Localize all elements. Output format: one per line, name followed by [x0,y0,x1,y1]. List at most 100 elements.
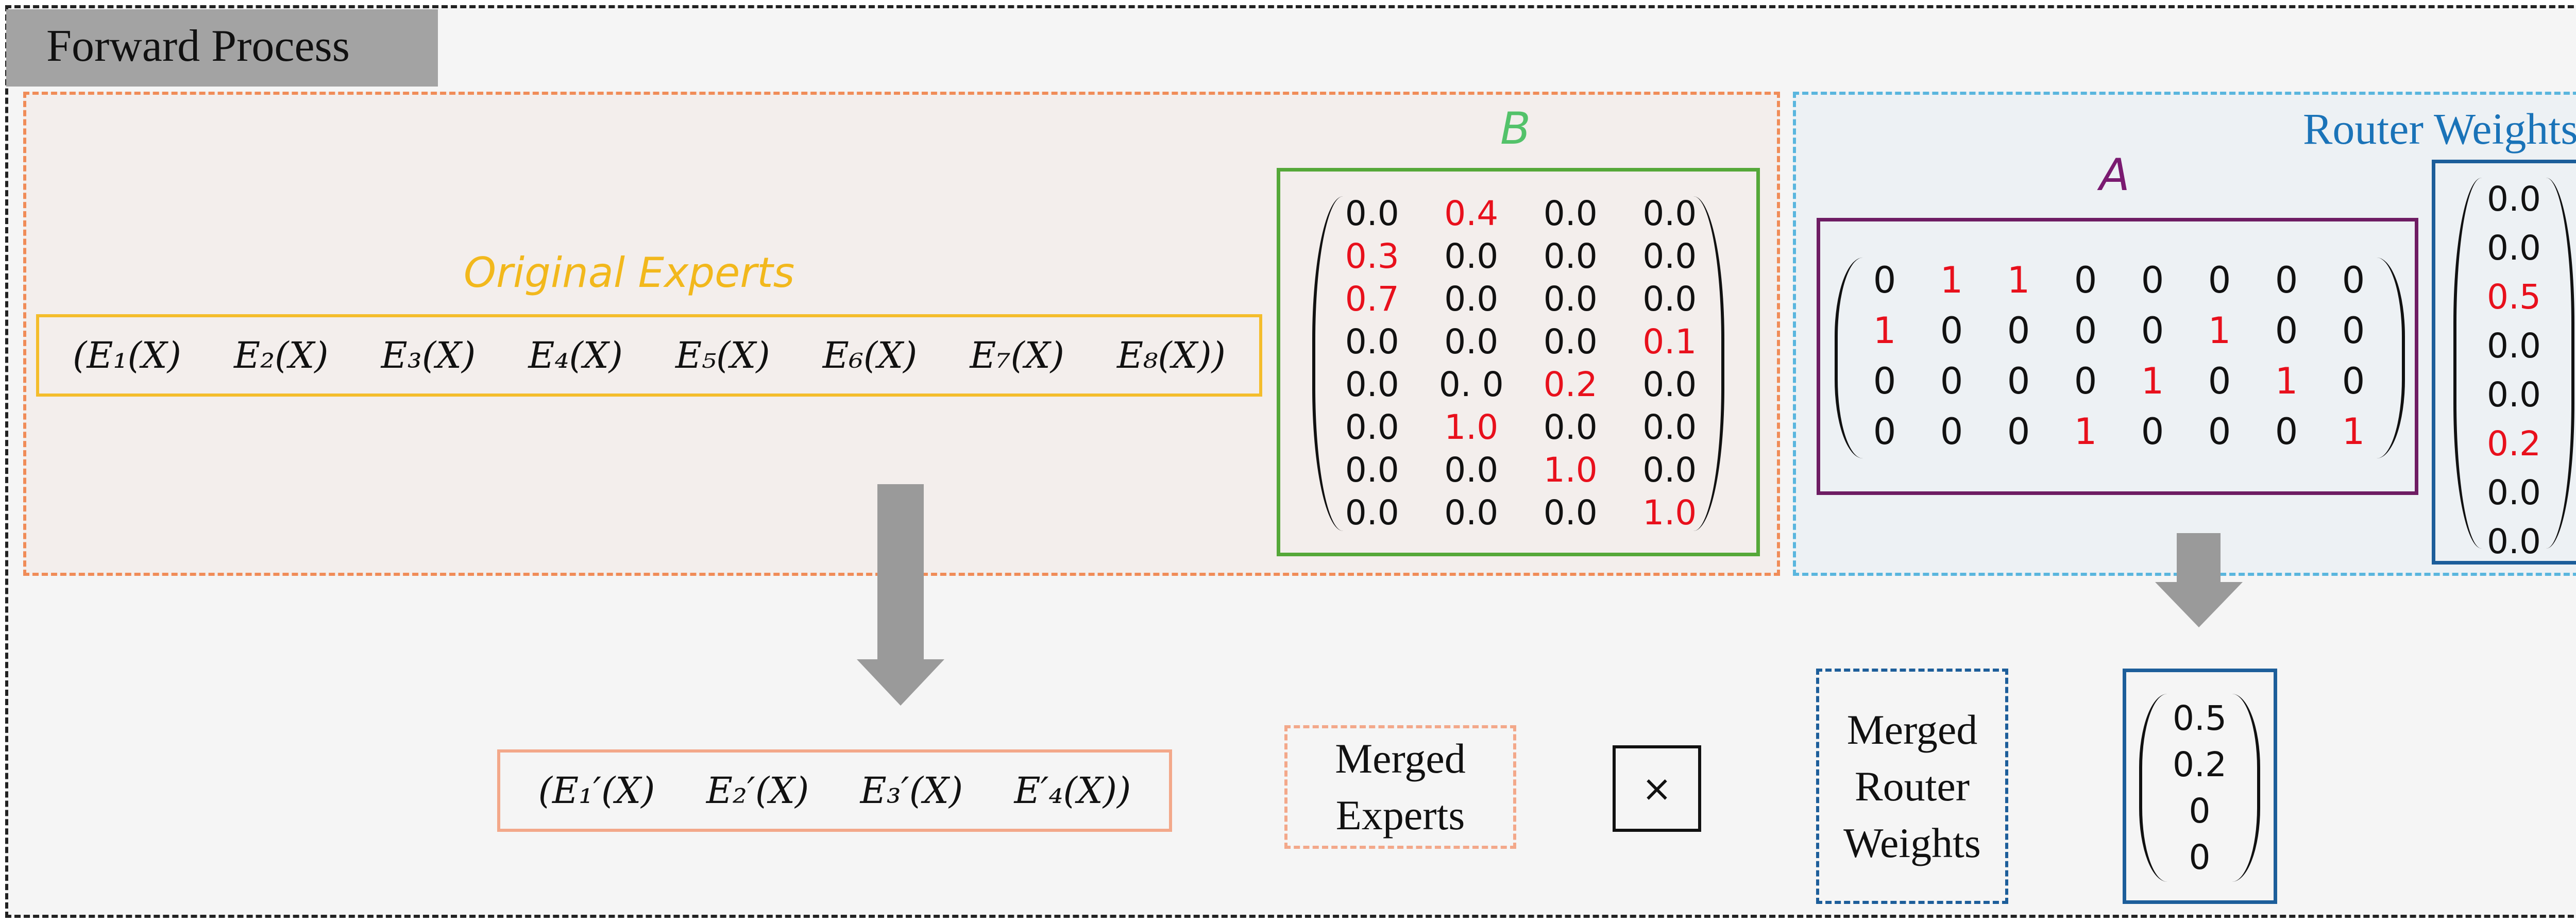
matrix-b-cell: 0.0 [1345,493,1399,533]
matrix-a-cell: 0 [2007,360,2030,402]
header-bar [6,9,438,87]
router-weight-value: 0.0 [2487,522,2541,561]
matrix-a-cell: 0 [2141,411,2164,453]
matrix-a-cell: 1 [2074,411,2097,453]
merged-experts-label-line: Merged [1335,735,1466,782]
merged-expert-item: (E₁′(X) [538,770,655,812]
matrix-b-label: B [1500,103,1531,155]
expert-item: E₆(X) [822,334,918,377]
matrix-b-cell: 0.0 [1642,365,1697,404]
expert-item: E₈(X)) [1117,334,1226,377]
matrix-b-cell: 0.0 [1642,450,1697,490]
down-arrow-head-left [857,659,944,706]
merged-router-weight-value: 0 [2189,837,2211,877]
merged-router-label-line: Weights [1843,819,1981,866]
merged-experts-vector-box [497,749,1172,832]
matrix-b-cell: 0.0 [1444,236,1499,276]
matrix-a-left-paren [1835,258,1863,458]
matrix-b-cell: 1.0 [1642,493,1697,533]
expert-item: E₃(X) [381,334,476,377]
matrix-b-cell: 0.0 [1444,279,1499,319]
matrix-b-cell: 0.0 [1345,322,1399,362]
matrix-a-cell: 0 [2208,360,2231,402]
header-title: Forward Process [46,21,350,71]
merged-expert-item: E₃′(X) [860,770,963,812]
router-weights-box: 0.0 0.0 0.5 0.0 0.0 0.2 0.0 0.0 [2432,160,2576,565]
matrix-b-cell: 0.0 [1543,236,1598,276]
merged-experts-label-line: Experts [1335,792,1465,839]
merged-router-right-paren [2232,694,2260,882]
down-arrow-shaft-right [2177,533,2221,582]
router-weight-value: 0.0 [2487,179,2541,219]
matrix-b-cell: 0.0 [1543,194,1598,233]
matrix-a-cell: 1 [1940,259,1963,301]
router-weight-value: 0.0 [2487,375,2541,415]
matrix-b-cell: 0.0 [1444,450,1499,490]
matrix-b-cell: 0.0 [1642,407,1697,447]
matrix-b-cell: 0.0 [1444,493,1499,533]
matrix-a-cell: 0 [2342,310,2365,352]
matrix-b-cell: 0.0 [1543,322,1598,362]
merged-router-label-line: Router [1854,762,1970,810]
router-weights-vector: 0.0 0.0 0.5 0.0 0.0 0.2 0.0 0.0 [2456,175,2572,566]
matrix-b-cell: 0.3 [1345,236,1399,276]
router-weight-value: 0.2 [2487,424,2541,464]
merged-expert-item: E₂′(X) [706,770,809,812]
matrix-a-cell: 0 [2208,411,2231,453]
matrix-b-cell: 0.0 [1444,322,1499,362]
matrix-a-cell: 0 [2007,411,2030,453]
merged-router-weight-value: 0.2 [2173,745,2227,784]
expert-item: (E₁(X) [73,334,181,377]
router-weights-right-paren [2546,178,2574,549]
matrix-b-cell: 0.4 [1444,194,1499,233]
router-weight-value: 0.0 [2487,228,2541,268]
merged-experts-label-box: Merged Experts [1284,725,1516,849]
matrix-a-cell: 0 [1873,360,1896,402]
matrix-a-cell: 0 [1940,360,1963,402]
down-arrow-shaft-left [877,484,924,659]
matrix-b-cell: 0.1 [1642,322,1697,362]
matrix-b-right-paren [1693,196,1724,531]
matrix-a-cell: 0 [1873,259,1896,301]
matrix-b-cell: 0. 0 [1438,365,1504,404]
matrix-a-cell: 1 [2208,310,2231,352]
router-weight-value: 0.0 [2487,326,2541,366]
matrix-a-cell: 0 [2275,310,2298,352]
original-experts-vector: (E₁(X) E₂(X) E₃(X) E₄(X) E₅(X) E₆(X) E₇(… [36,314,1262,397]
merged-router-left-paren [2139,694,2167,882]
matrix-b-cell: 0.0 [1345,407,1399,447]
matrix-a-cell: 1 [2141,360,2164,402]
expert-item: E₂(X) [234,334,329,377]
matrix-a-cell: 1 [2275,360,2298,402]
matrix-a-cell: 0 [2275,259,2298,301]
original-experts-box [36,314,1262,397]
router-weights-region [1793,92,2576,576]
matrix-a-cell: 0 [2007,310,2030,352]
matrix-a-cell: 1 [2342,411,2365,453]
matrix-a-cell: 0 [2074,360,2097,402]
matrix-b-cell: 0.0 [1345,194,1399,233]
matrix-a-cell: 0 [1940,310,1963,352]
router-weight-value: 0.0 [2487,473,2541,512]
matrix-b-cell: 0.0 [1543,279,1598,319]
merged-expert-item: E′₄(X)) [1014,770,1131,812]
matrix-a-cell: 1 [1873,310,1896,352]
merged-router-weight-value: 0 [2189,791,2211,831]
router-weight-value: 0.5 [2487,277,2541,317]
matrix-b-cell: 0.0 [1642,194,1697,233]
matrix-b-cell: 0.0 [1642,236,1697,276]
matrix-a-label: A [2099,149,2130,201]
matrix-a-cell: 0 [2208,259,2231,301]
matrix-a-cell: 0 [2275,411,2298,453]
matrix-b-left-paren [1312,196,1343,531]
original-experts-label: Original Experts [464,249,795,297]
matrix-a-cell: 1 [2007,259,2030,301]
expert-item: E₄(X) [528,334,623,377]
matrix-b-cell: 0.7 [1345,279,1399,319]
expert-item: E₇(X) [970,334,1064,377]
